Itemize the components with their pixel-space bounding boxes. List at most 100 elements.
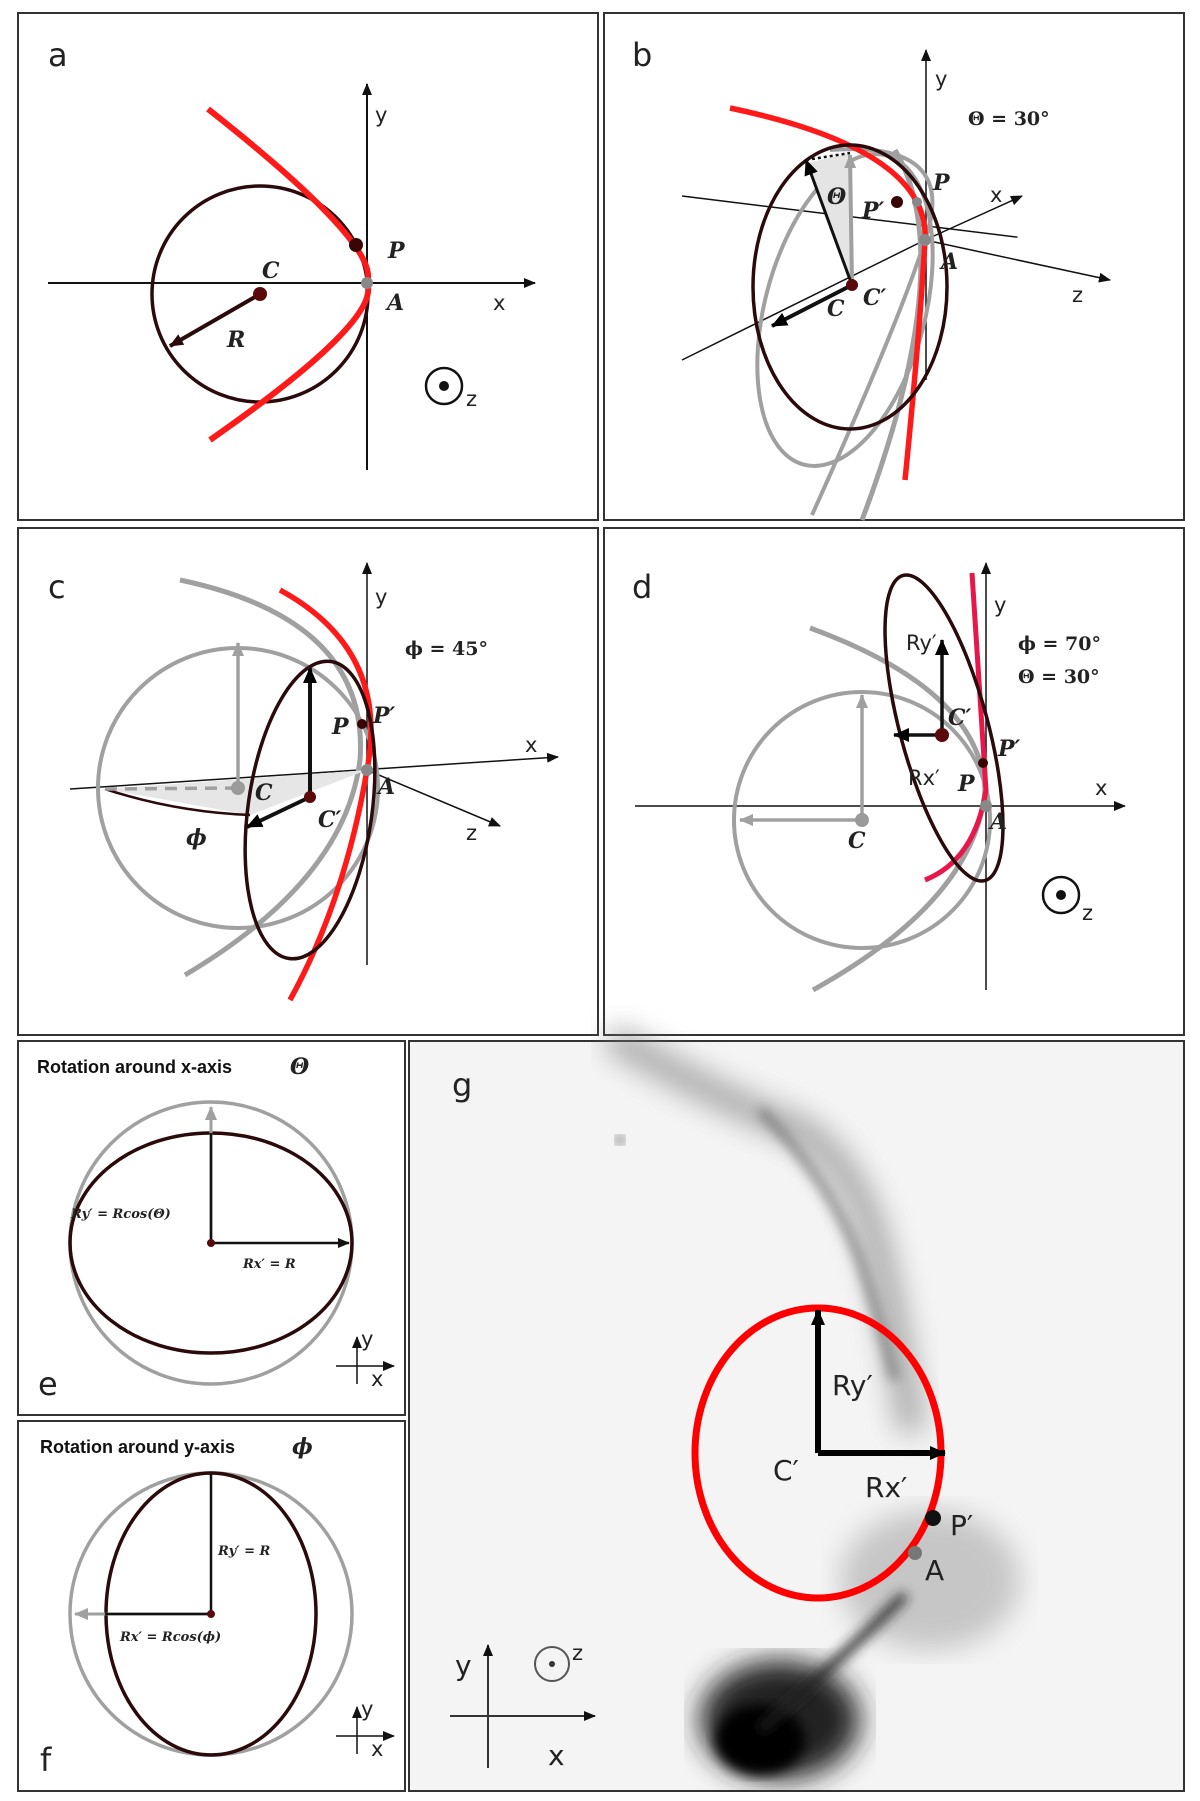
label-c-prime: C′ [773,1454,799,1487]
mini-x-label: x [371,1367,383,1391]
label-a: A [925,1554,944,1587]
label-p: P [957,771,976,797]
gray-curve [179,577,363,978]
label-c-prime: C′ [948,705,972,731]
point-c-prime [846,279,858,291]
label-c: C [848,828,866,854]
x-axis-label: x [548,1739,565,1772]
z-axis-label: z [1072,283,1083,307]
panel-e: Rotation around x-axis Θ Ry′ = Rcos(Θ) R… [17,1040,406,1416]
point-c [231,781,245,795]
label-p-prime: P′ [997,736,1021,762]
panel-b-label: b [632,36,652,74]
ry-equation: Ry′ = R [217,1544,271,1559]
x-axis-label: x [990,183,1002,207]
z-out-of-page-icon [424,366,464,406]
y-axis-label: y [935,67,947,91]
label-c: C [255,780,273,806]
panel-b-frame [603,12,1185,521]
point-p-prime [978,758,988,768]
label-c-prime: C′ [863,285,887,311]
dark-ellipse [243,659,377,961]
panel-e-frame [17,1040,406,1416]
panel-d-label: d [632,568,652,606]
point-a [980,800,992,812]
panel-a: a y x C P A R z [17,12,599,521]
point-p-prime [925,1510,941,1526]
z-out-of-page-icon [1041,875,1081,915]
panel-a-label: a [48,36,68,74]
theta-symbol: Θ [827,184,846,210]
y-axis-label: y [994,593,1006,617]
label-p: P [331,714,350,740]
label-ry: Ry′ [906,631,937,655]
panel-c-frame [17,527,599,1036]
z-axis-label: z [466,387,477,411]
center-point [253,287,267,301]
x-axis [69,752,559,790]
gray-curve [809,625,988,993]
x-axis-label: x [1095,776,1107,800]
center-point [207,1239,215,1247]
panel-f-title: Rotation around y-axis [40,1437,235,1457]
z-axis [366,769,501,827]
point-c [855,813,869,827]
label-p-prime: P′ [950,1509,973,1542]
label-c-prime: C′ [318,807,342,833]
center-point [207,1610,215,1618]
label-r: R [226,327,245,353]
gray-circle [732,690,992,950]
label-a: A [939,249,958,275]
x-axis-label: x [493,291,505,315]
y-axis-label: y [375,103,387,127]
label-ry: Ry′ [832,1369,873,1402]
panel-g: g Ry′ Rx′ C′ P′ A y x z [408,1028,1185,1792]
phi-angle-text: ϕ = 45° [405,638,488,660]
panel-a-frame [17,12,599,521]
panel-f-frame [17,1420,406,1792]
mini-y-label: y [361,1327,373,1351]
grayscale-image [606,1028,1020,1780]
panel-f-label: f [40,1741,52,1779]
panel-c-label: c [48,568,66,606]
dashed-radius [104,786,239,791]
dotted-arc [805,151,851,162]
label-p: P [387,238,406,264]
label-a: A [376,774,395,800]
label-c: C [827,296,845,322]
label-p-prime: P′ [372,703,396,729]
panel-e-symbol: Θ [290,1054,309,1080]
gray-arrow [844,154,857,286]
z-axis-label: z [572,1641,583,1665]
label-rx: Rx′ [908,766,940,790]
panel-e-title: Rotation around x-axis [37,1057,232,1077]
phi-symbol: ϕ [186,825,207,851]
label-rx: Rx′ [865,1471,907,1504]
point-a [919,234,931,246]
z-axis [924,239,1111,283]
y-axis-label: y [455,1649,472,1682]
x-axis-back [681,239,926,361]
mini-x-label: x [371,1737,383,1761]
y-axis-label: y [375,585,387,609]
rx-equation: Rx′ = R [242,1257,296,1272]
label-p-prime: P′ [861,198,885,224]
label-c: C [262,258,280,284]
depth-arrow [246,795,311,829]
phi-angle-text: ϕ = 70° [1018,633,1101,655]
point-p-prime [357,719,367,729]
radius-arrow [168,292,262,348]
x-axis-label: x [525,733,537,757]
point-p [912,197,922,207]
panel-d-frame [603,527,1185,1036]
red-curve [924,572,989,883]
theta-angle-text: Θ = 30° [968,108,1050,130]
ry-equation: Ry′ = Rcos(Θ) [70,1207,171,1222]
label-a: A [988,809,1007,835]
depth-arrow [771,283,853,328]
point-a [908,1546,922,1560]
theta-angle-text: Θ = 30° [1018,666,1100,688]
rx-equation: Rx′ = Rcos(ϕ) [119,1630,221,1645]
panel-d: d y x ϕ = 70° Θ = 30° Ry′ Rx′ C′ P′ P A … [603,527,1185,1036]
